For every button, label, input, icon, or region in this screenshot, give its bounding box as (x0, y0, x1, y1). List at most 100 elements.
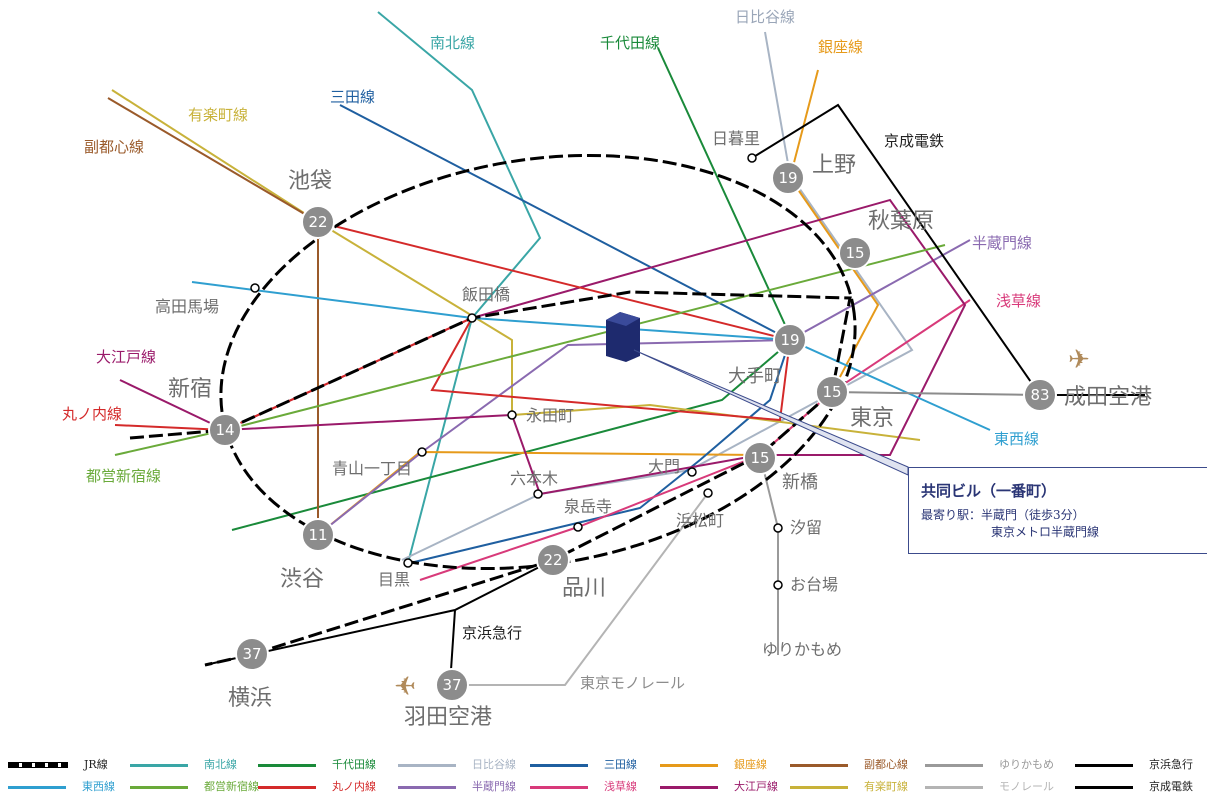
station-dot-iidabashi (467, 313, 477, 323)
legend-item: 有楽町線 (790, 778, 908, 794)
legend-item: 京浜急行 (1075, 756, 1193, 772)
legend-label: ゆりかもめ (999, 758, 1054, 771)
legend-item: 浅草線 (530, 778, 637, 794)
label-line-namboku: 南北線 (430, 34, 475, 52)
legend-item: 丸ノ内線 (258, 778, 376, 794)
station-dot-nippori (747, 153, 757, 163)
label-line-hanzomon: 半蔵門線 (972, 234, 1032, 252)
label-shinjuku: 新宿 (168, 377, 212, 402)
bubble-otemachi: 19 (773, 323, 807, 357)
legend-swatch (790, 785, 848, 789)
label-shinagawa: 品川 (562, 576, 606, 601)
legend-label: 浅草線 (604, 780, 637, 793)
legend: JR線 南北線 千代田線 日比谷線 三田線 銀座線 副都心線 ゆりかもめ 京浜急行東西線 都営新宿… (0, 750, 1207, 799)
label-ueno: 上野 (812, 153, 856, 178)
legend-swatch (1075, 763, 1133, 767)
label-nagatacho: 永田町 (526, 406, 574, 425)
label-yokohama: 横浜 (228, 686, 272, 711)
label-ikebukuro: 池袋 (288, 169, 332, 194)
bubble-shinbashi: 15 (743, 441, 777, 475)
legend-label: 京成電鉄 (1149, 780, 1193, 793)
legend-swatch (1075, 785, 1133, 789)
legend-label: モノレール (999, 780, 1054, 793)
legend-label: 有楽町線 (864, 780, 908, 793)
legend-item: 東西線 (8, 778, 115, 794)
building-callout: 共同ビル（一番町） 最寄り駅：半蔵門（徒歩3分） 東京メトロ半蔵門線 (908, 467, 1207, 554)
legend-label: 副都心線 (864, 758, 908, 771)
label-narita: 成田空港 (1064, 385, 1152, 410)
legend-label: 南北線 (204, 758, 237, 771)
label-line-asakusa: 浅草線 (996, 292, 1041, 310)
legend-item: 半蔵門線 (398, 778, 516, 794)
building-icon (606, 312, 640, 362)
legend-label: JR線 (84, 758, 108, 771)
label-line-oedo: 大江戸線 (96, 348, 156, 366)
line-mita (339, 104, 792, 564)
svg-text:15: 15 (750, 449, 769, 467)
line-namboku (377, 11, 542, 564)
legend-swatch (8, 785, 66, 789)
legend-label: 三田線 (604, 758, 637, 771)
label-iidabashi: 飯田橋 (462, 285, 510, 304)
legend-label: 丸ノ内線 (332, 780, 376, 793)
legend-swatch (925, 763, 983, 767)
callout-title: 共同ビル（一番町） (921, 482, 1057, 500)
legend-swatch (258, 785, 316, 789)
legend-item: 日比谷線 (398, 756, 516, 772)
label-line-ginza: 銀座線 (818, 38, 863, 56)
airplane-icon-haneda: ✈ (394, 672, 416, 702)
svg-text:22: 22 (308, 213, 327, 231)
label-otemachi: 大手町 (728, 366, 782, 387)
legend-swatch (660, 785, 718, 789)
legend-swatch (398, 785, 456, 789)
label-odaiba: お台場 (790, 575, 838, 594)
legend-swatch (660, 763, 718, 767)
label-shiodome: 汐留 (790, 518, 822, 537)
legend-swatch (398, 763, 456, 767)
bubble-tokyo: 15 (815, 375, 849, 409)
svg-text:11: 11 (308, 526, 327, 544)
legend-item: 京成電鉄 (1075, 778, 1193, 794)
label-line-hibiya: 日比谷線 (735, 8, 795, 26)
bubble-shinjuku: 14 (208, 413, 242, 447)
line-hanzomon (317, 239, 971, 536)
label-line-fukutoshin: 副都心線 (84, 138, 144, 156)
bubble-narita: 83 (1023, 378, 1057, 412)
legend-item: JR線 (8, 756, 108, 772)
station-dot-nagatacho (507, 410, 517, 420)
legend-item: 千代田線 (258, 756, 376, 772)
legend-item: 副都心線 (790, 756, 908, 772)
legend-swatch (925, 785, 983, 789)
label-yurikamome: ゆりかもめ (762, 640, 842, 659)
line-yurakucho (111, 89, 921, 441)
label-shinbashi: 新橋 (782, 472, 818, 493)
legend-label: 大江戸線 (734, 780, 778, 793)
label-meguro: 目黒 (378, 570, 410, 589)
svg-text:22: 22 (543, 551, 562, 569)
label-line-toei-shinjuku: 都営新宿線 (86, 467, 161, 485)
bubble-shinagawa: 22 (536, 543, 570, 577)
legend-item: 三田線 (530, 756, 637, 772)
label-takadanobaba: 高田馬場 (155, 297, 219, 316)
svg-text:19: 19 (778, 169, 797, 187)
station-dot-meguro (403, 558, 413, 568)
bubble-yokohama: 37 (235, 637, 269, 671)
legend-item: 銀座線 (660, 756, 767, 772)
label-hamamatsucho: 浜松町 (676, 511, 724, 530)
legend-label: 千代田線 (332, 758, 376, 771)
legend-item: モノレール (925, 778, 1054, 794)
legend-label: 半蔵門線 (472, 780, 516, 793)
legend-swatch (130, 785, 188, 789)
legend-swatch (790, 763, 848, 767)
legend-swatch (258, 763, 316, 767)
legend-swatch (530, 785, 588, 789)
label-line-keisei: 京成電鉄 (884, 132, 944, 150)
label-line-marunouchi: 丸ノ内線 (62, 405, 122, 423)
svg-text:37: 37 (442, 676, 461, 694)
line-narita-access (831, 391, 1041, 396)
label-haneda: 羽田空港 (404, 705, 492, 730)
legend-label: 都営新宿線 (204, 780, 259, 793)
label-shibuya: 渋谷 (280, 567, 324, 592)
label-roppongi: 六本木 (510, 469, 558, 488)
line-hibiya (401, 31, 914, 561)
